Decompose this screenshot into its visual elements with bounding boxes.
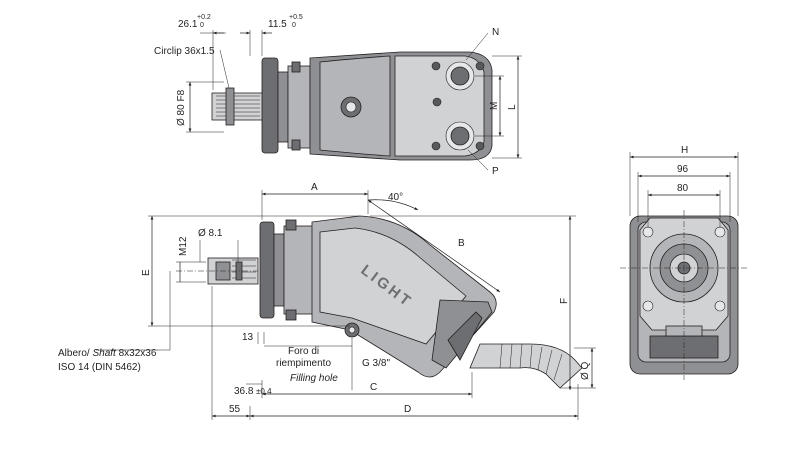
- angle-label: 40°: [388, 192, 403, 203]
- dim-36-8-tol: ±0.4: [256, 387, 272, 396]
- shaft-spec-en: Shaft: [92, 348, 117, 359]
- filling-hole-en: Filling hole: [290, 373, 338, 384]
- side-view: LIGHT A 40° B E F: [58, 182, 596, 420]
- side-shaft: [176, 257, 259, 285]
- dim-m: M: [489, 102, 500, 110]
- side-flange: [259, 219, 315, 321]
- shaft-spec: Albero/ Shaft 8x32x36 ISO 14 (DIN 5462): [58, 348, 157, 373]
- top-flange: [261, 57, 311, 154]
- dim-flange-offset-tol-lower: 0: [292, 22, 296, 29]
- dim-55: 55: [229, 404, 241, 415]
- hole-diameter: Ø 8.1: [198, 228, 223, 239]
- g-port-label: G 3/8": [362, 358, 390, 369]
- shaft-spec-line2: ISO 14 (DIN 5462): [58, 362, 141, 373]
- dim-shaft-length: 26.1: [178, 19, 198, 30]
- side-dimensions: A 40° B E F M12 Ø 8.1 13 Foro di: [96, 182, 596, 420]
- dim-a: A: [311, 182, 318, 193]
- dim-96: 96: [677, 164, 689, 175]
- top-view: 26.1 +0.2 0 11.5 +0.5 0 Circlip 36x1.5 Ø…: [154, 14, 522, 177]
- dim-e: E: [141, 269, 152, 276]
- circlip-label: Circlip 36x1.5: [154, 46, 215, 57]
- top-body: [309, 51, 493, 161]
- dim-l: L: [507, 104, 518, 110]
- dim-c: C: [370, 382, 377, 393]
- side-hose: [469, 343, 583, 389]
- dim-13: 13: [242, 332, 254, 343]
- dim-flange-offset-tol-upper: +0.5: [289, 14, 303, 21]
- dim-q: Ø Q: [580, 361, 591, 380]
- pilot-diameter: Ø 80 F8: [176, 89, 187, 126]
- dim-f: F: [559, 298, 570, 304]
- filling-hole-it-2: riempimento: [276, 358, 331, 369]
- top-dimensions: 26.1 +0.2 0 11.5 +0.5 0 Circlip 36x1.5 Ø…: [154, 14, 522, 177]
- front-view: H 96 80: [620, 145, 748, 380]
- dim-b: B: [458, 238, 465, 249]
- dim-h: H: [681, 145, 688, 156]
- top-shaft: [211, 87, 265, 126]
- dim-36-8: 36.8: [234, 386, 254, 397]
- filling-hole-it-1: Foro di: [288, 346, 319, 357]
- shaft-spec-size: 8x32x36: [119, 348, 157, 359]
- dim-shaft-length-tol-lower: 0: [200, 22, 204, 29]
- side-housing: LIGHT: [311, 215, 497, 378]
- dim-flange-offset: 11.5: [268, 19, 287, 30]
- thread-label: M12: [178, 236, 189, 256]
- dim-80: 80: [677, 183, 689, 194]
- shaft-spec-line1: Albero/ Shaft 8x32x36: [58, 348, 157, 359]
- port-n-label: N: [492, 27, 499, 38]
- shaft-spec-it: Albero/: [58, 348, 90, 359]
- dim-d: D: [404, 404, 411, 415]
- dim-shaft-length-tol-upper: +0.2: [197, 14, 211, 21]
- port-p-label: P: [492, 166, 499, 177]
- front-dimensions: H 96 80: [629, 145, 739, 228]
